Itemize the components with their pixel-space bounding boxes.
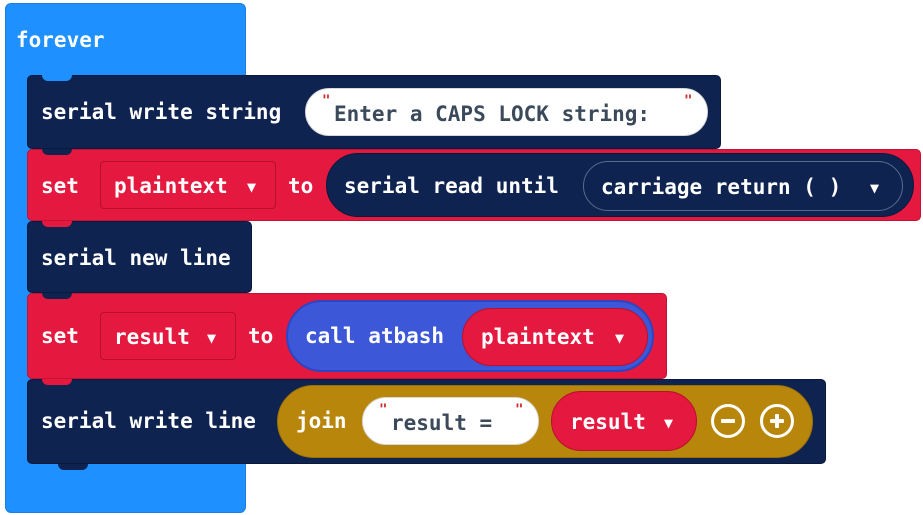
serial-new-line-label: serial new line: [41, 246, 231, 270]
variable-name: plaintext: [481, 325, 595, 349]
to-label: to: [248, 324, 274, 348]
caret-down-icon: ▼: [615, 329, 625, 347]
delimiter-dropdown[interactable]: carriage return ( ) ▼: [583, 161, 903, 211]
string-input-caps-prompt[interactable]: " Enter a CAPS LOCK string: ": [305, 88, 708, 136]
serial-new-line-block[interactable]: [27, 221, 252, 293]
serial-write-line-label: serial write line: [41, 409, 256, 433]
string-value: result =: [391, 411, 505, 435]
delimiter-value: carriage return ( ): [601, 175, 842, 199]
variable-dropdown-plaintext[interactable]: plaintext ▼: [100, 161, 276, 209]
set-label: set: [41, 324, 79, 348]
variable-name: result: [114, 325, 190, 349]
string-input-result[interactable]: " result = ": [362, 397, 539, 445]
arg-dropdown-plaintext[interactable]: plaintext ▼: [462, 308, 648, 366]
string-value: Enter a CAPS LOCK string:: [334, 102, 663, 126]
variable-name: result: [570, 410, 646, 434]
caret-down-icon: ▼: [870, 179, 880, 197]
to-label: to: [288, 174, 314, 198]
serial-read-until-label: serial read until: [344, 174, 559, 198]
serial-write-string-label: serial write string: [41, 100, 282, 124]
caret-down-icon: ▼: [664, 414, 674, 432]
forever-label: forever: [16, 28, 105, 52]
minus-circle-icon[interactable]: [711, 404, 745, 438]
variable-dropdown-result[interactable]: result ▼: [100, 312, 236, 360]
variable-name: plaintext: [114, 174, 228, 198]
caret-down-icon: ▼: [207, 329, 217, 347]
variable-dropdown-result[interactable]: result ▼: [551, 391, 697, 451]
join-label: join: [296, 409, 347, 433]
set-label: set: [41, 174, 79, 198]
call-atbash-label: call atbash: [305, 324, 445, 348]
caret-down-icon: ▼: [247, 178, 257, 196]
plus-circle-icon[interactable]: [760, 404, 794, 438]
